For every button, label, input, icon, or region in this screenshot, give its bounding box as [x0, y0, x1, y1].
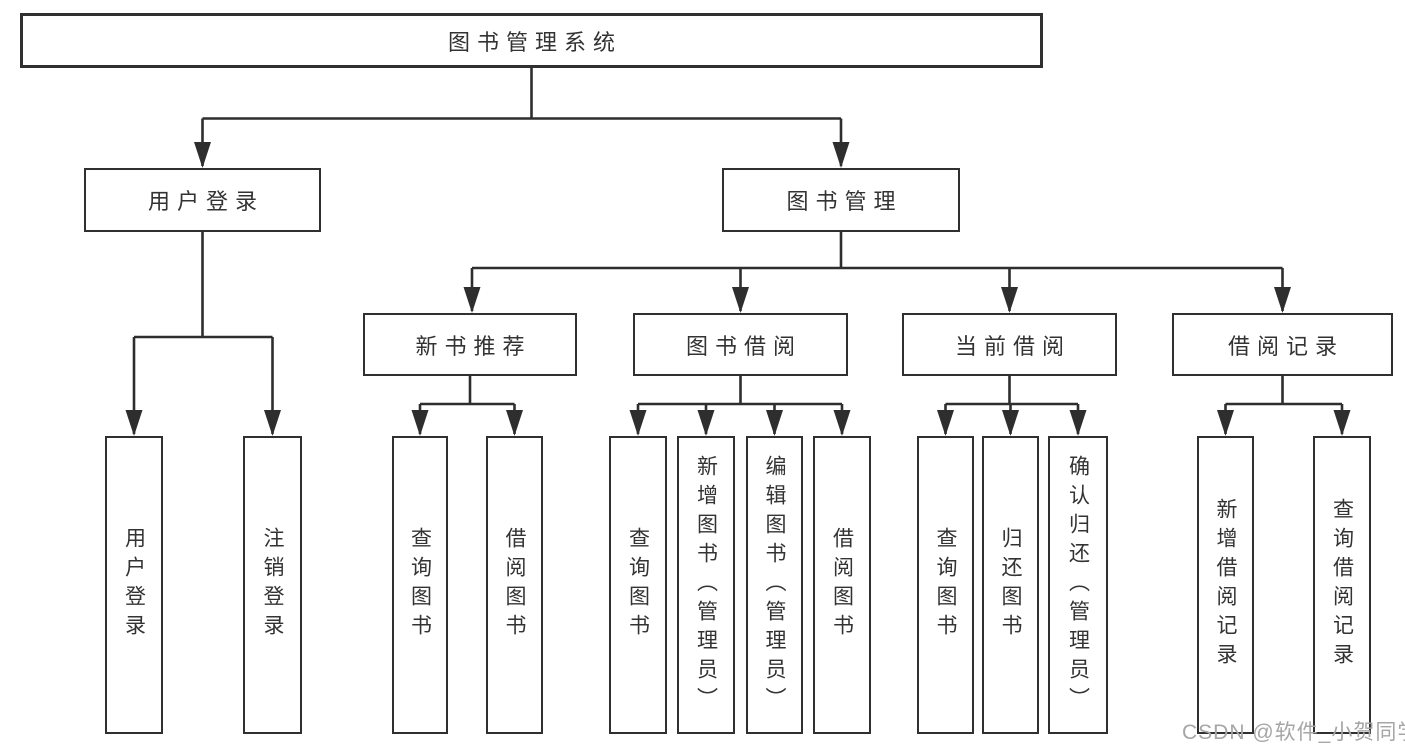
- leaf-label: 新增借阅记录: [1214, 498, 1237, 672]
- arrowhead: [629, 410, 647, 436]
- leaf-label: 查询图书: [934, 527, 957, 643]
- connector-new-book-children: [418, 375, 516, 434]
- leaf-label: 查询图书: [626, 527, 650, 643]
- leaf-label: 查询借阅记录: [1330, 498, 1354, 672]
- node-library-management-system: 图书管理系统: [20, 13, 1043, 68]
- leaf-label: 新增图书（管理员）: [694, 454, 718, 716]
- leaf-edit-book-admin: 编辑图书（管理员）: [746, 436, 803, 734]
- leaf-add-book-admin: 新增图书（管理员）: [677, 436, 735, 734]
- connector-book-borrow-children: [636, 375, 844, 434]
- leaf-label: 确认归还（管理员）: [1066, 454, 1090, 716]
- arrowhead: [1001, 287, 1018, 313]
- node-new-book-recommend: 新书推荐: [363, 313, 577, 376]
- leaf-query-books-current: 查询图书: [917, 436, 974, 734]
- arrowhead: [1274, 287, 1291, 313]
- arrowheads: [125, 142, 1351, 436]
- node-borrow-records: 借阅记录: [1172, 313, 1393, 376]
- leaf-label: 查询图书: [408, 527, 432, 643]
- connector-book-management-children: [470, 231, 1284, 311]
- leaf-label: 借阅图书: [830, 527, 854, 643]
- connector-user-login-children: [132, 231, 274, 434]
- arrowhead: [411, 410, 429, 436]
- node-current-borrow: 当前借阅: [902, 313, 1117, 376]
- leaf-query-borrow-record: 查询借阅记录: [1313, 436, 1371, 734]
- arrowhead: [1069, 410, 1087, 436]
- arrowhead: [1217, 410, 1234, 436]
- leaf-query-books-borrow: 查询图书: [609, 436, 667, 734]
- leaf-borrow-books: 借阅图书: [813, 436, 871, 734]
- leaf-label: 用户登录: [122, 527, 146, 643]
- leaf-query-books-recommend: 查询图书: [392, 436, 448, 734]
- leaf-user-login: 用户登录: [105, 436, 163, 734]
- leaf-label: 注销登录: [261, 527, 284, 643]
- arrowhead: [1333, 410, 1351, 436]
- connector-borrow-record-children: [1224, 375, 1344, 434]
- arrowhead: [732, 287, 749, 313]
- node-user-login: 用户登录: [84, 168, 321, 232]
- arrowhead: [463, 287, 481, 313]
- leaf-label: 编辑图书（管理员）: [763, 454, 786, 716]
- arrowhead: [506, 410, 523, 436]
- arrowhead: [697, 410, 715, 436]
- leaf-label: 归还图书: [999, 527, 1022, 643]
- leaf-add-borrow-record: 新增借阅记录: [1197, 436, 1254, 734]
- arrowhead: [937, 410, 954, 436]
- leaf-logout: 注销登录: [243, 436, 302, 734]
- arrowhead: [194, 142, 211, 168]
- arrowhead: [766, 410, 783, 436]
- leaf-confirm-return-admin: 确认归还（管理员）: [1048, 436, 1108, 734]
- arrowhead: [264, 410, 281, 436]
- leaf-borrow-books-recommend: 借阅图书: [486, 436, 543, 734]
- arrowhead: [1002, 410, 1019, 436]
- arrowhead: [833, 410, 851, 436]
- node-book-management: 图书管理: [722, 168, 960, 232]
- arrowhead: [125, 410, 143, 436]
- connector-root-to-level2: [201, 67, 843, 166]
- csdn-watermark: CSDN @软件_小贺同学: [1182, 721, 1405, 744]
- arrowhead: [832, 142, 850, 168]
- node-book-borrow: 图书借阅: [633, 313, 848, 376]
- leaf-label: 借阅图书: [503, 527, 526, 643]
- leaf-return-book: 归还图书: [982, 436, 1039, 734]
